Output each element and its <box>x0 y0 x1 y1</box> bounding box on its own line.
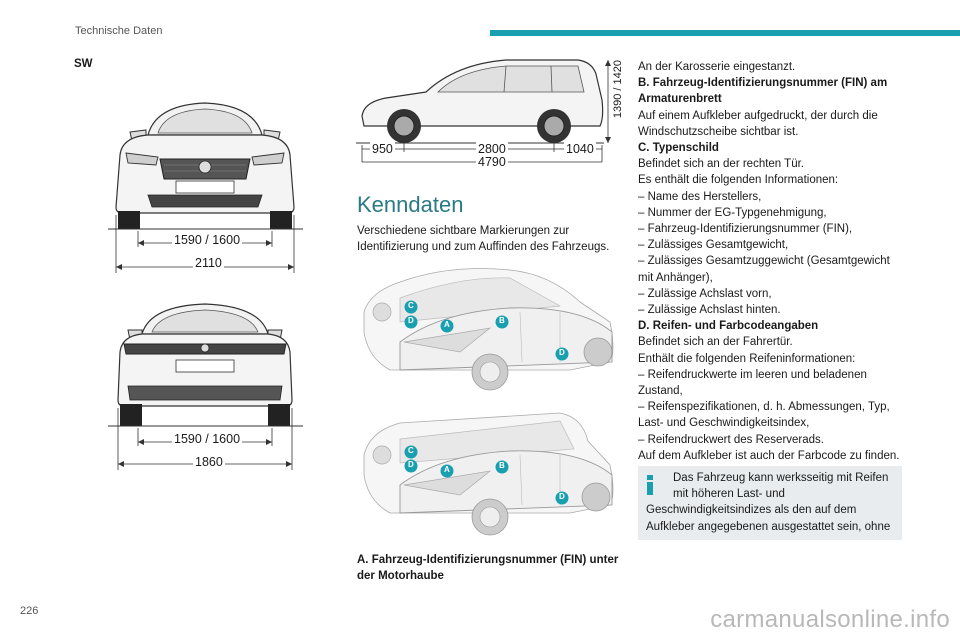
right-column-line: Armaturenbrett <box>638 93 722 106</box>
right-column-line: – Reifendruckwert des Reserverads. <box>638 433 824 446</box>
header-title: Technische Daten <box>75 25 163 37</box>
sw-marker-c-label: C <box>408 446 414 455</box>
right-column-line: – Zulässiges Gesamtzuggewicht (Gesamtgew… <box>638 255 890 268</box>
right-column-line: – Zulässige Achslast vorn, <box>638 287 772 300</box>
right-column-line: Auf einem Aufkleber aufgedruckt, der dur… <box>638 109 878 122</box>
right-column-line: – Zulässige Achslast hinten. <box>638 304 781 317</box>
note-line-1: Das Fahrzeug kann werksseitig mit Reifen <box>673 472 889 484</box>
right-column-line: Befindet sich an der rechten Tür. <box>638 158 804 171</box>
right-column-line: – Fahrzeug-Identifizierungsnummer (FIN), <box>638 223 853 236</box>
right-column-line: D. Reifen- und Farbcodeangaben <box>638 320 819 333</box>
right-column-line: Enthält die folgenden Reifeninformatione… <box>638 352 856 365</box>
marker-a-label: A <box>444 320 450 329</box>
marker-d <box>404 315 418 329</box>
marker-d2-label: D <box>559 348 565 357</box>
right-column-line: mit Anhänger), <box>638 271 713 284</box>
right-column-line: – Reifenspezifikationen, d. h. Abmessung… <box>638 401 890 414</box>
caption-a: A. Fahrzeug-Identifizierungsnummer (FIN)… <box>357 554 619 583</box>
info-note: Das Fahrzeug kann werksseitig mit Reifen… <box>638 466 902 540</box>
sw-marker-d2-label: D <box>559 492 565 501</box>
sw-marker-b-label: B <box>499 461 505 470</box>
header-accent-bar <box>490 30 960 36</box>
side-view-diagram <box>356 59 611 163</box>
marker-a <box>440 319 454 333</box>
right-column-line: Last- und Geschwindigkeitsindex, <box>638 417 810 430</box>
marker-d-label: D <box>408 316 414 325</box>
right-column-line: C. Typenschild <box>638 142 719 155</box>
side-height-label: 1390 / 1420 <box>612 60 624 119</box>
note-line-3: Geschwindigkeitsindizes als den auf dem <box>646 504 857 517</box>
note-line-2: mit höheren Last- und <box>673 488 785 501</box>
wheelbase-label: 2800 <box>476 142 508 156</box>
length-label: 4790 <box>476 155 508 169</box>
note-line-4: Aufkleber angegebenen ausgestattet sein,… <box>646 520 891 533</box>
section-title: Kenndaten <box>357 192 464 217</box>
info-icon <box>647 475 653 495</box>
right-column-line: Auf dem Aufkleber ist auch der Farbcode … <box>638 449 900 462</box>
right-column-text: An der Karosserie eingestanzt. B. Fahrzeu… <box>638 59 902 464</box>
marker-c-label: C <box>408 301 414 310</box>
right-column-line: Zustand, <box>638 385 683 398</box>
rear-track-label: 1590 / 1600 <box>172 432 243 446</box>
right-column-line: – Name des Herstellers, <box>638 190 762 203</box>
watermark: carmanualsonline.info <box>710 606 950 633</box>
sw-marker-a-label: A <box>444 465 450 474</box>
front-view-diagram <box>108 102 303 273</box>
right-column-line: B. Fahrzeug-Identifizierungsnummer (FIN)… <box>638 77 888 90</box>
right-column-line: An der Karosserie eingestanzt. <box>638 61 796 73</box>
marker-d2 <box>555 347 569 361</box>
front-width-label: 2110 <box>193 256 224 270</box>
marker-b <box>495 315 509 329</box>
right-column-line: – Reifendruckwerte im leeren und beladen… <box>638 368 867 381</box>
rear-overhang-label: 1040 <box>564 142 596 156</box>
right-column-line: – Zulässiges Gesamtgewicht, <box>638 239 789 252</box>
sw-markings-diagram <box>363 412 614 536</box>
right-column-line: Es enthält die folgenden Informationen: <box>638 174 839 187</box>
front-overhang-label: 950 <box>370 142 395 156</box>
sw-marker-d-label: D <box>408 460 414 469</box>
sw-label: SW <box>74 58 93 70</box>
page-number: 226 <box>20 605 39 617</box>
marker-b-label: B <box>499 316 505 325</box>
right-column-line: Befindet sich an der Fahrertür. <box>638 336 793 349</box>
rear-width-label: 1860 <box>193 455 225 469</box>
front-track-label: 1590 / 1600 <box>172 233 243 247</box>
marker-c <box>404 300 418 314</box>
fastback-markings-diagram <box>363 268 614 391</box>
rear-view-diagram <box>108 303 303 470</box>
intro-text: Verschiedene sichtbare Markierungen zur … <box>357 225 610 254</box>
right-column-line: – Nummer der EG-Typgenehmigung, <box>638 206 827 219</box>
right-column-line: Windschutzscheibe sichtbar ist. <box>638 125 799 138</box>
